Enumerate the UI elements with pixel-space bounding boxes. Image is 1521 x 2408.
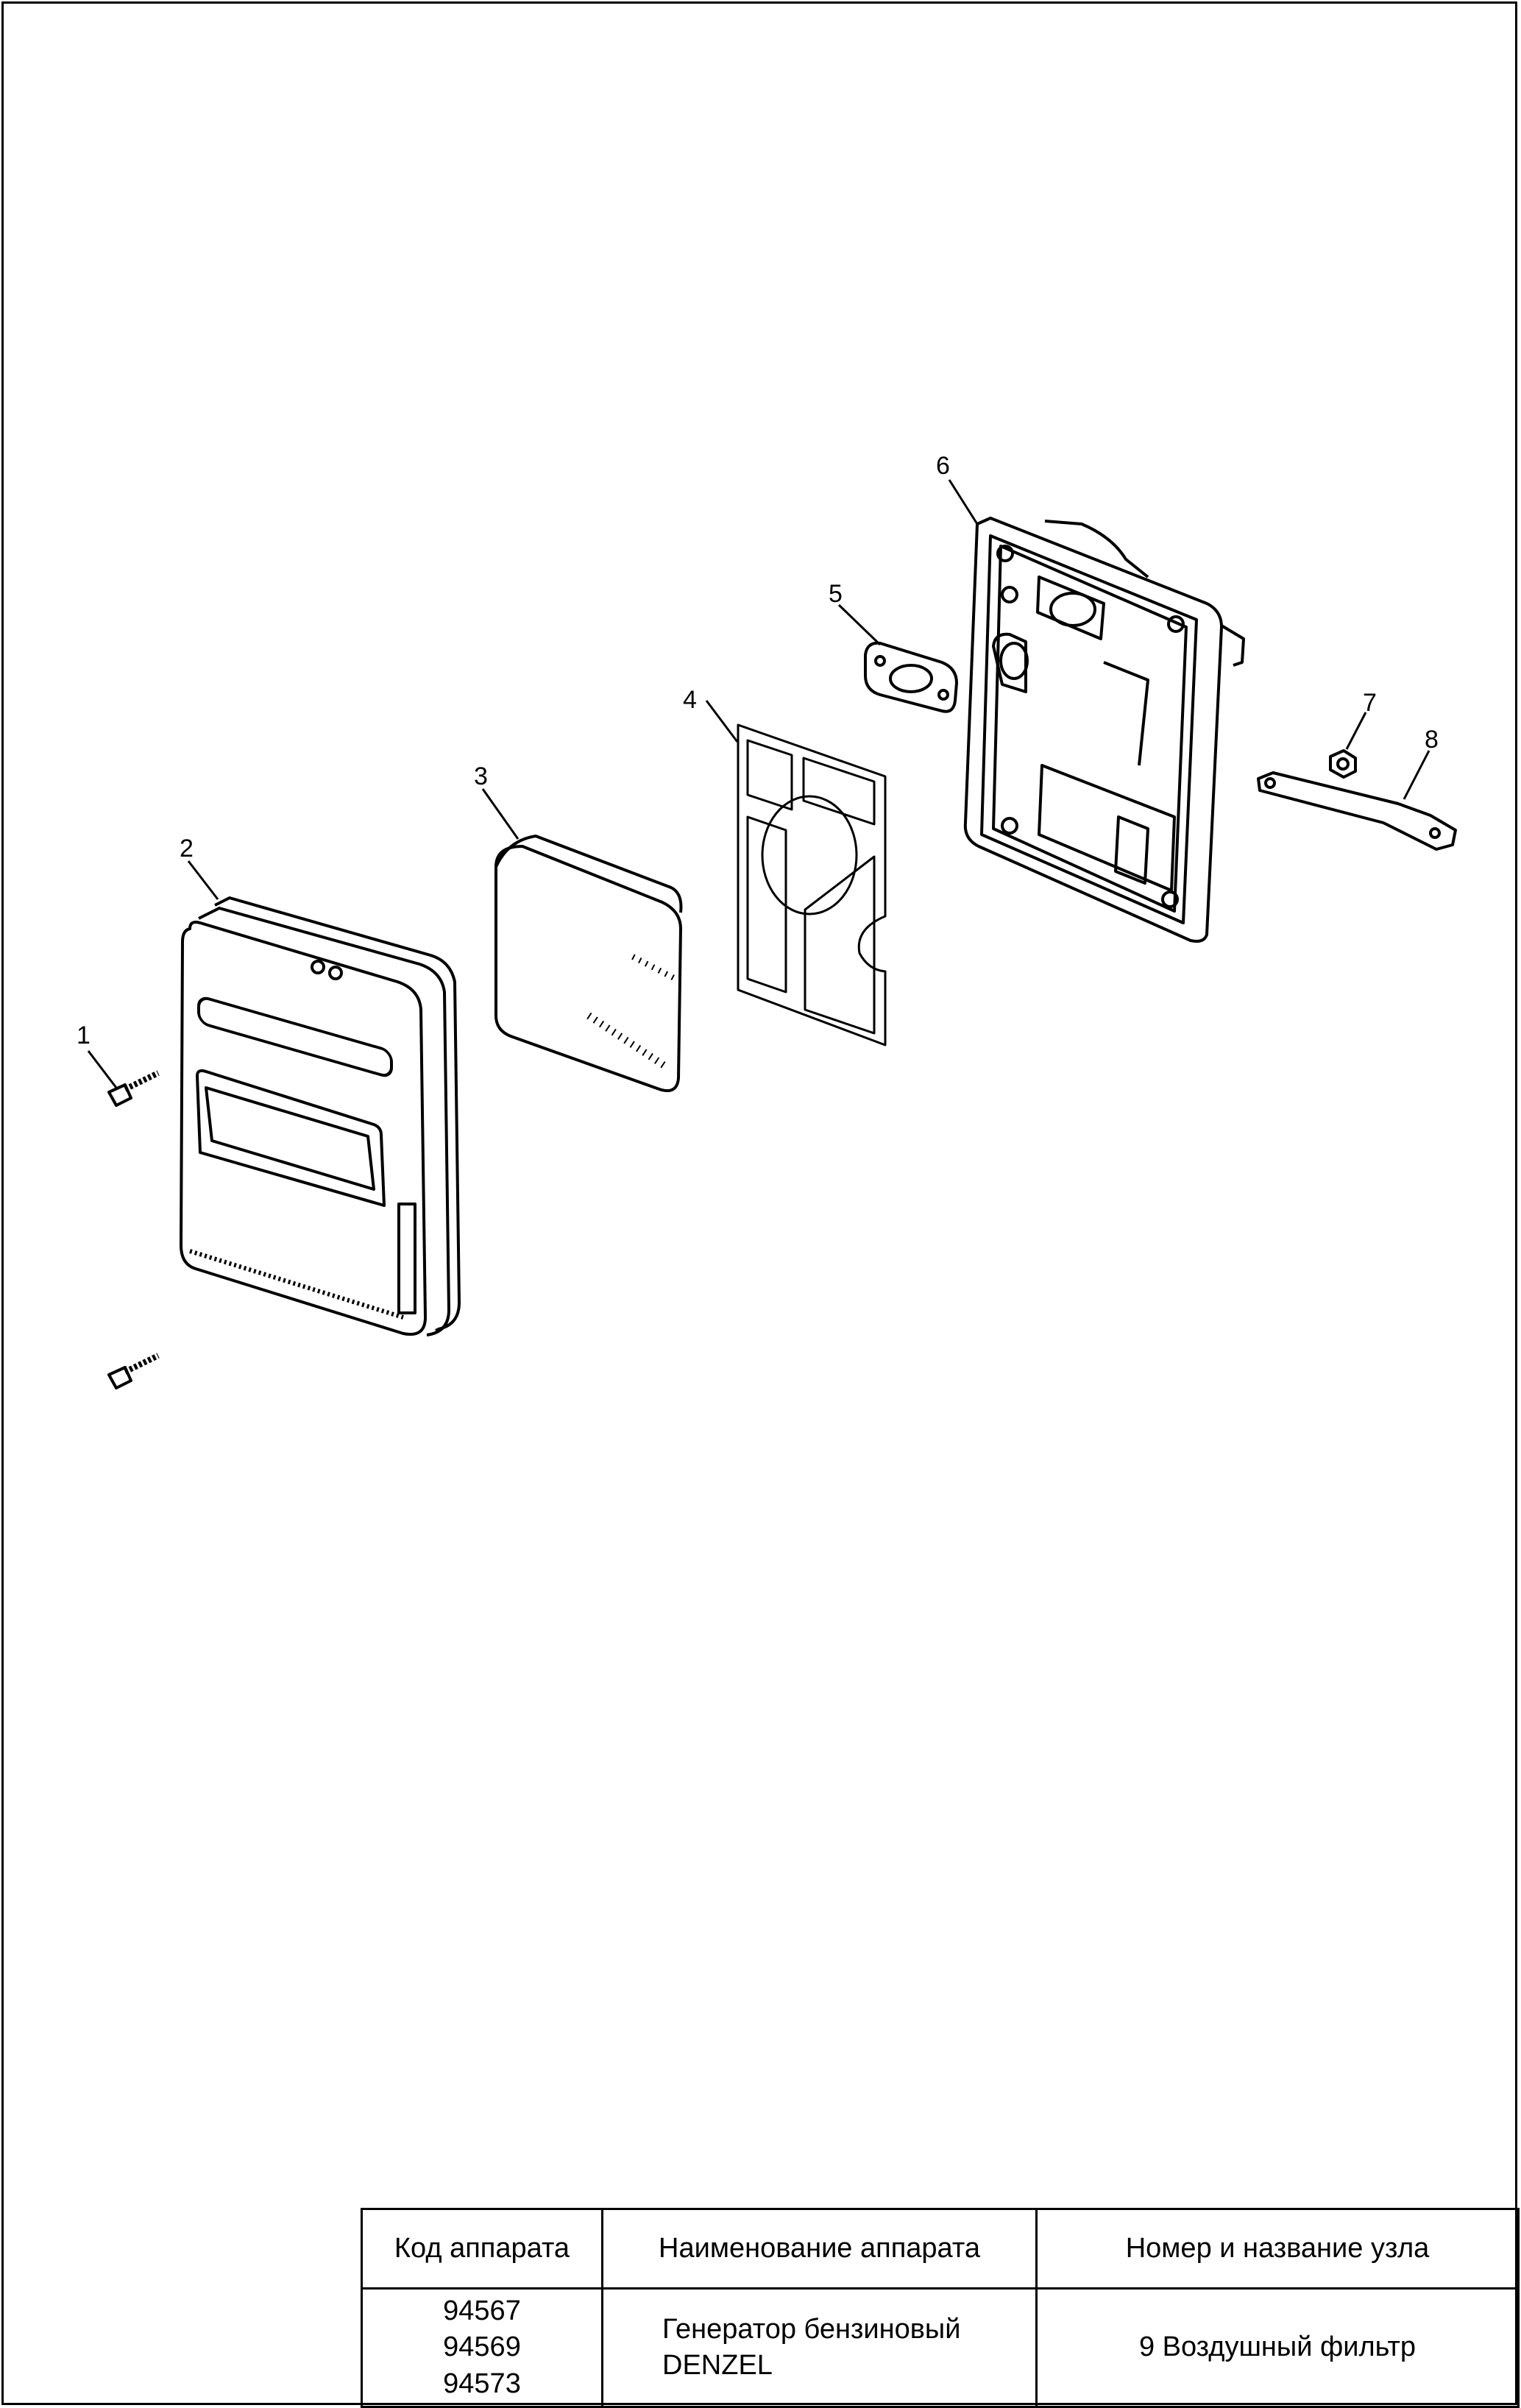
title-block-header-row: Код аппарата Наименование аппарата Номер… — [361, 2208, 1520, 2290]
header-unit: Номер и название узла — [1035, 2208, 1520, 2290]
callout-7: 7 — [1363, 689, 1377, 717]
device-code: 94573 — [443, 2368, 521, 2399]
device-code: 94569 — [443, 2331, 521, 2363]
header-device-code: Код аппарата — [361, 2208, 603, 2290]
callout-6: 6 — [936, 452, 950, 480]
device-name-line: DENZEL — [662, 2350, 773, 2381]
device-name-line: Генератор бензиновый — [662, 2313, 961, 2345]
device-name-cell: Генератор бензиновый DENZEL — [601, 2287, 1038, 2408]
part-7-nut — [1329, 712, 1367, 779]
part-1-bolt — [87, 1050, 160, 1389]
unit-cell: 9 Воздушный фильтр — [1035, 2287, 1520, 2408]
part-8-bracket — [1257, 750, 1457, 851]
part-6-housing-base — [948, 479, 1245, 943]
callout-8: 8 — [1425, 726, 1439, 754]
callout-3: 3 — [474, 762, 488, 790]
title-block-data-row: 94567 94569 94573 Генератор бензиновый D… — [361, 2287, 1520, 2408]
part-5-flange-gasket — [837, 603, 958, 713]
part-4-gasket — [705, 700, 887, 1047]
callout-5: 5 — [829, 580, 843, 608]
title-block-table: Код аппарата Наименование аппарата Номер… — [361, 2208, 1520, 2408]
exploded-view-diagram: 1 2 3 4 5 6 7 8 — [77, 452, 1457, 1389]
device-codes-cell: 94567 94569 94573 — [361, 2287, 603, 2408]
callout-1: 1 — [77, 1021, 91, 1049]
callout-2: 2 — [180, 835, 194, 863]
part-3-foam-element — [481, 788, 683, 1093]
part-2-filter-cover — [180, 860, 461, 1336]
header-device-name: Наименование аппарата — [601, 2208, 1038, 2290]
callout-4: 4 — [683, 686, 697, 714]
device-code: 94567 — [443, 2295, 521, 2326]
